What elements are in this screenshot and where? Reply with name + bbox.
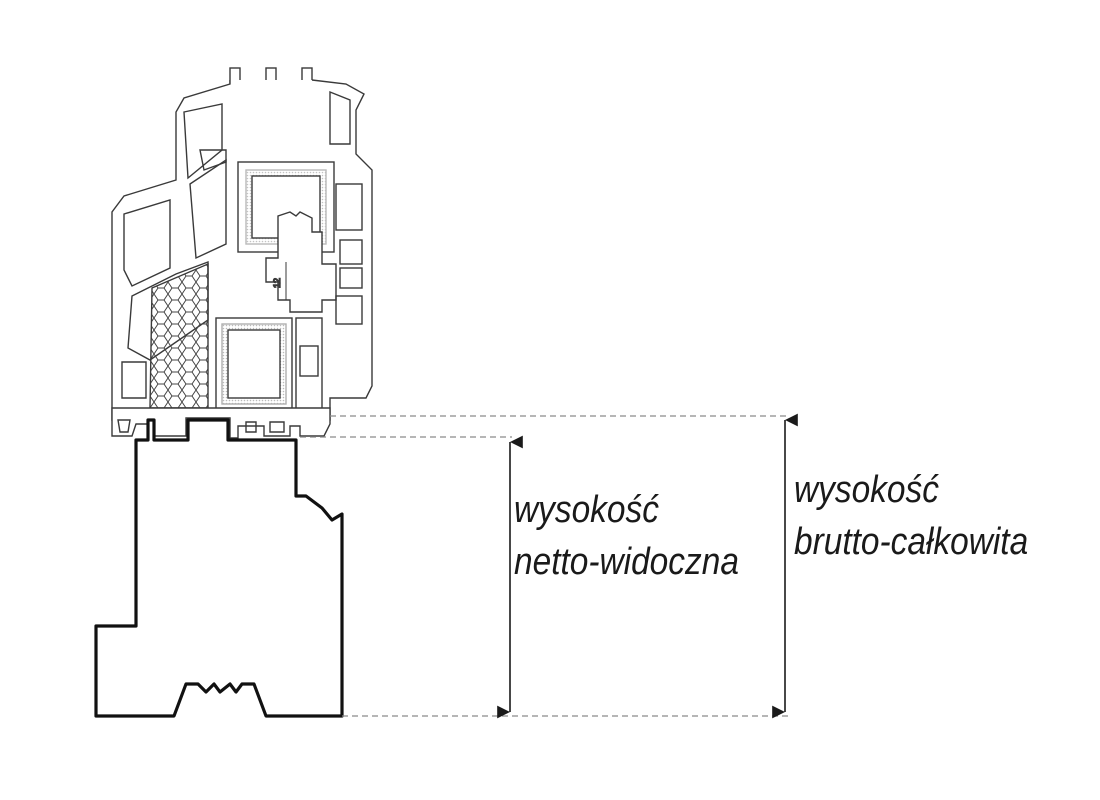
net-height-label-line1: wysokość [514,489,659,531]
dimension-extension-lines [300,415,790,717]
window-frame-profile: 12 [111,67,373,439]
gross-height-label-line1: wysokość [794,469,939,511]
sill-profile [94,418,344,718]
frame-bottom-rail [111,407,331,439]
thermal-insulation [149,262,209,409]
profile-dimension-label: 12 [272,278,282,288]
gross-height-label-line2: brutto-całkowita [794,521,1029,563]
net-height-label-line2: netto-widoczna [514,541,739,583]
